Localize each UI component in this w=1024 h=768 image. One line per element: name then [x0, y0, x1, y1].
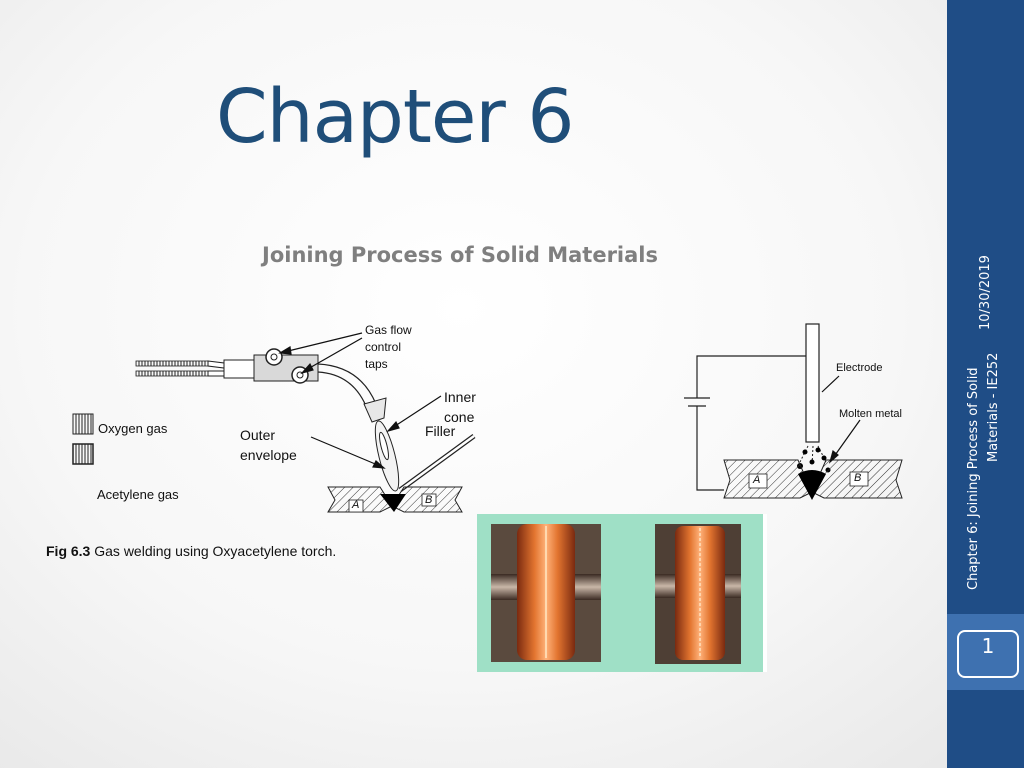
gas-part-a-label: A: [352, 499, 360, 511]
molten-metal-label: Molten metal: [839, 408, 902, 420]
filler-label: Filler: [425, 423, 456, 439]
inner-cone-flame: [379, 431, 389, 461]
gas-hoses: [135, 359, 255, 379]
arc-pointer-arrows: [821, 375, 861, 464]
caption-figure-number: Fig 6.3: [46, 543, 91, 559]
welding-photo: [477, 514, 767, 672]
slide-footer-line2: Materials - IE252: [986, 352, 1001, 462]
slide-subtitle: Joining Process of Solid Materials: [262, 243, 658, 267]
arc-welding-diagram: [684, 323, 903, 500]
caption-text: Gas welding using Oxyacetylene torch.: [90, 543, 337, 559]
slide-number: 1: [981, 634, 995, 658]
slide-title: Chapter 6: [216, 74, 574, 160]
slide-footer-line1: Chapter 6: Joining Process of Solid: [966, 367, 981, 590]
electrode-label: Electrode: [836, 362, 883, 374]
gas-workpiece: [327, 486, 463, 513]
gas-welding-diagram: [72, 332, 476, 513]
slide-date: 10/30/2019: [978, 255, 993, 330]
acetylene-gas-label: Acetylene gas: [97, 487, 179, 502]
oxygen-legend-swatch: [72, 413, 94, 435]
arc-workpiece: [723, 459, 903, 500]
arc-part-b-label: B: [854, 472, 862, 484]
figure-caption: Fig 6.3 Gas welding using Oxyacetylene t…: [46, 543, 336, 559]
oxygen-gas-label: Oxygen gas: [98, 421, 168, 436]
electrode: [805, 323, 820, 443]
slide-number-frame: [957, 630, 1019, 678]
arc-circuit: [684, 355, 806, 491]
acetylene-legend-swatch: [72, 443, 94, 465]
arc-part-a-label: A: [753, 474, 761, 486]
gas-part-b-label: B: [425, 494, 433, 506]
pointer-arrows: [278, 332, 442, 469]
